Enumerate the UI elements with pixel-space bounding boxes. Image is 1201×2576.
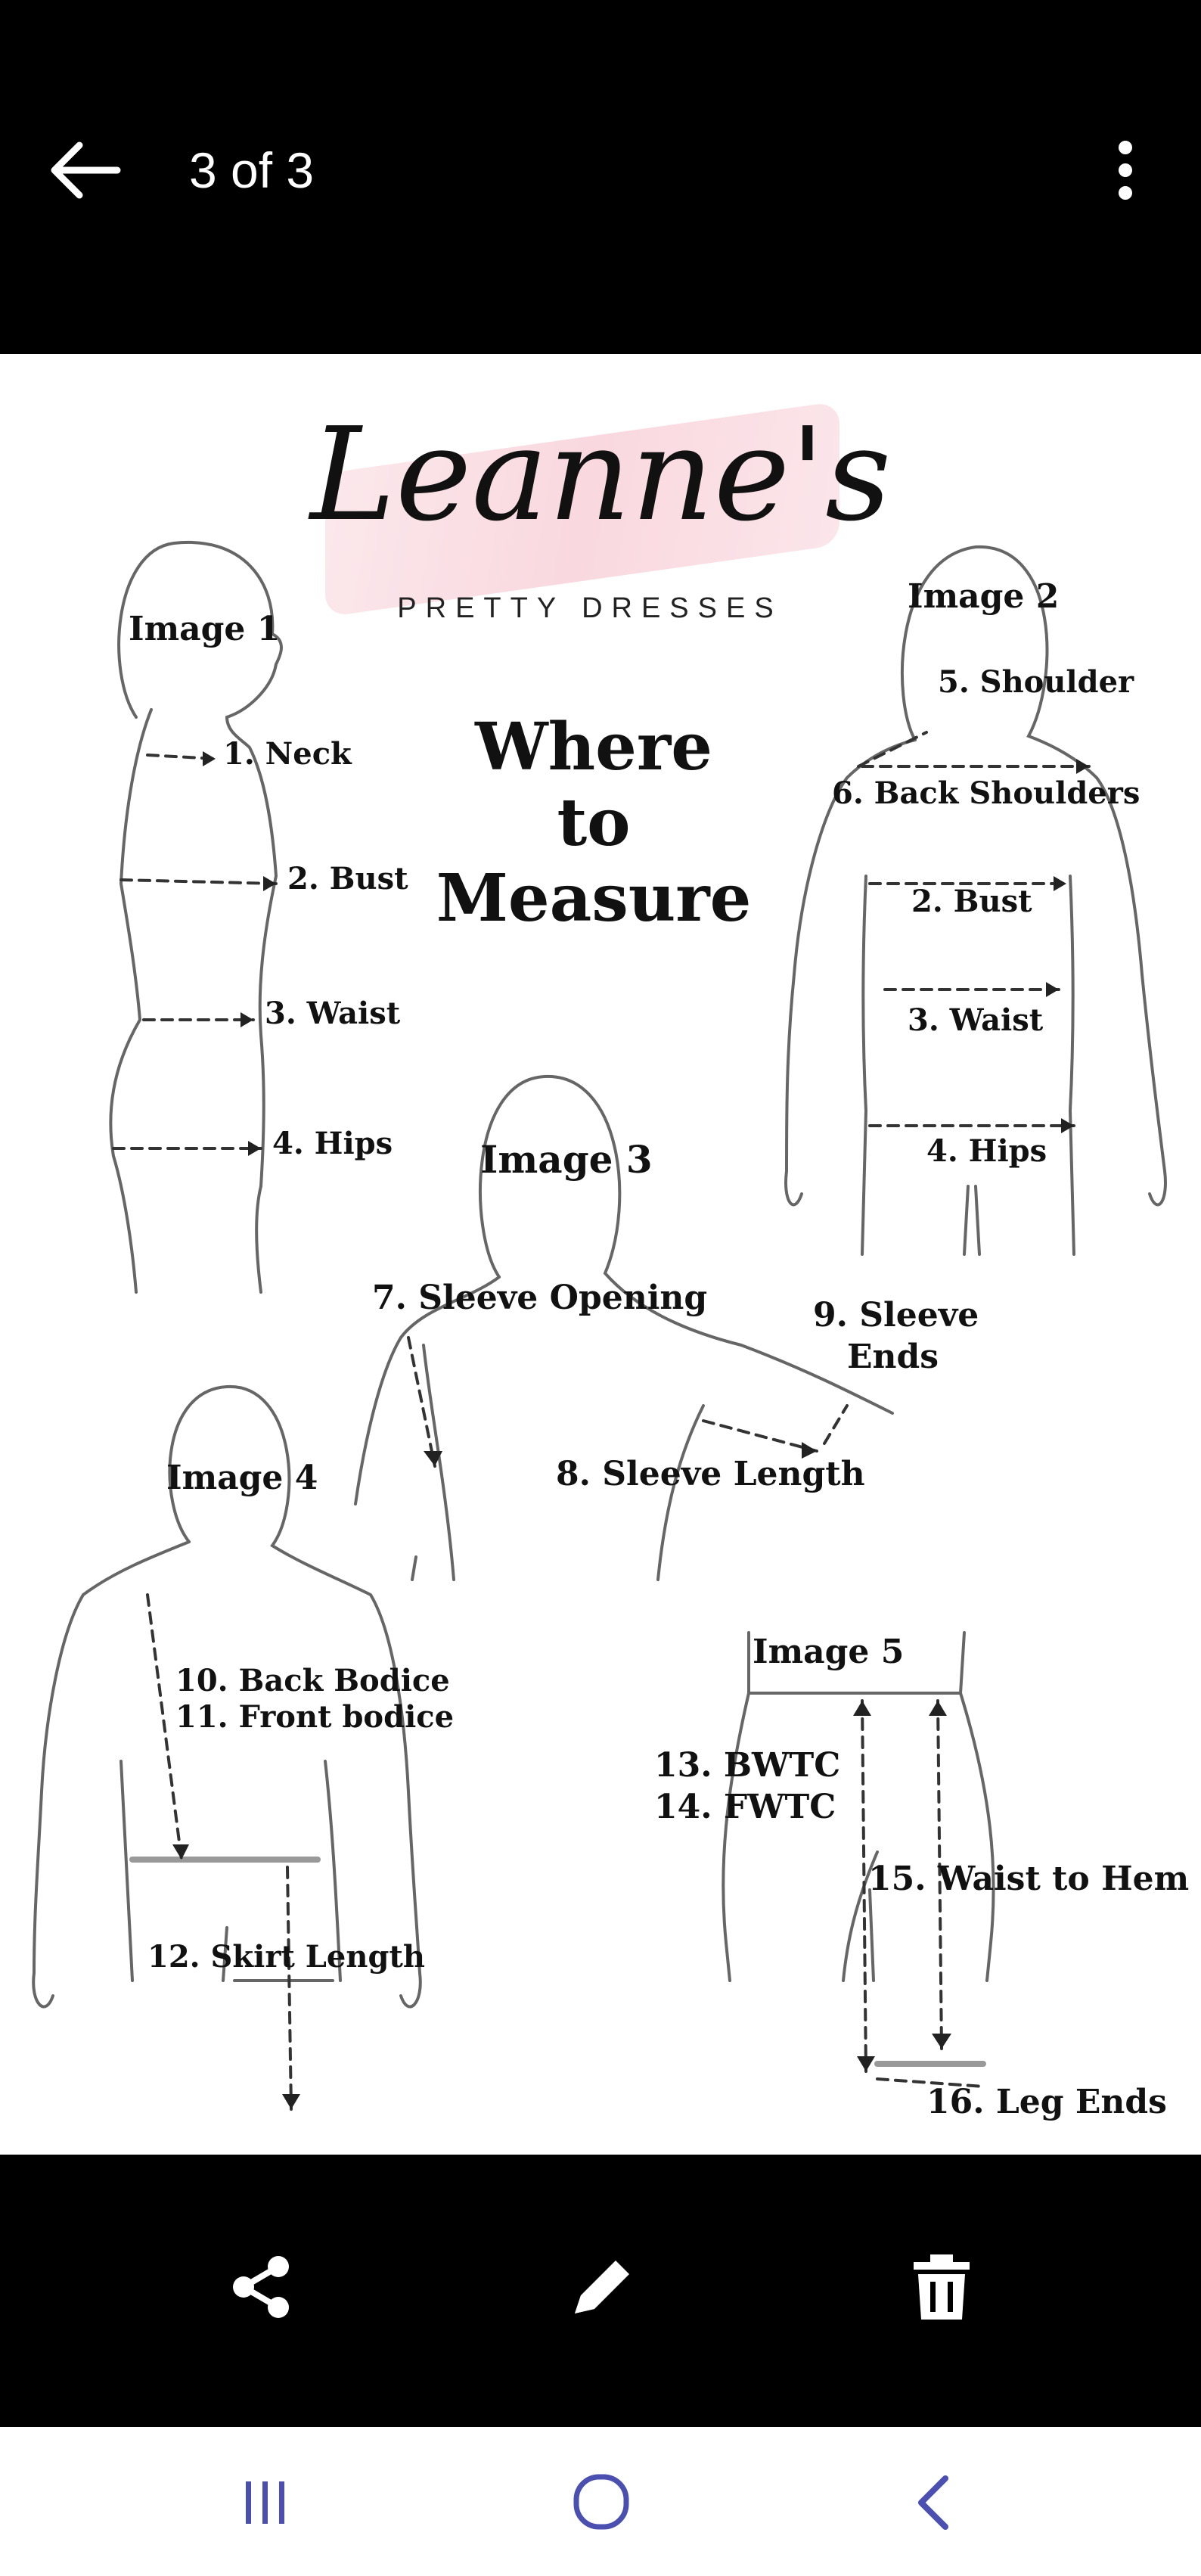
heading-line: Where [475,709,712,785]
body-outlines [32,540,1167,2111]
figure-label-4: Image 4 [166,1459,318,1497]
trash-icon [914,2254,970,2320]
image-counter: 3 of 3 [189,142,315,198]
label-back-bodice: 10. Back Bodice [175,1663,450,1698]
figure-label-3: Image 3 [480,1137,653,1182]
logo-subtitle: PRETTY DRESSES [397,592,783,624]
delete-button[interactable] [900,2245,983,2329]
label-back-shoulders: 6. Back Shoulders [832,775,1140,811]
logo-name: Leanne's [310,400,892,550]
label-skirt-length: 12. Skirt Length [147,1939,425,1975]
arrow-left-icon [51,141,121,199]
label-leg-ends: 16. Leg Ends [926,2083,1167,2121]
edit-button[interactable] [560,2245,643,2329]
label-waist-2: 3. Waist [908,1002,1044,1038]
system-nav-bar [0,2427,1201,2576]
share-button[interactable] [219,2245,303,2329]
label-fwtc: 14. FWTC [654,1788,836,1826]
home-button[interactable] [560,2465,643,2540]
more-options-button[interactable] [1089,136,1165,204]
label-shoulder: 5. Shoulder [938,664,1134,700]
label-sleeve-ends-line1: 9. Sleeve [813,1296,979,1335]
bottom-action-bar [0,2155,1201,2427]
label-hips-1: 4. Hips [272,1126,393,1161]
figure-label-5: Image 5 [753,1633,905,1671]
heading-line: Measure [436,860,752,937]
chevron-left-icon [918,2475,948,2530]
label-waist-to-hem: 15. Waist to Hem [868,1860,1190,1898]
back-button[interactable] [45,136,129,204]
more-vertical-icon [1119,141,1132,200]
label-bust-2: 2. Bust [911,884,1032,919]
label-neck: 1. Neck [223,736,352,772]
where-to-measure-heading: Where to Measure [424,710,764,937]
recents-icon [246,2481,284,2524]
label-bwtc: 13. BWTC [654,1746,841,1785]
label-sleeve-ends-line2: Ends [847,1338,939,1376]
pencil-icon [575,2261,629,2313]
label-sleeve-length: 8. Sleeve Length [556,1455,865,1493]
label-waist-1: 3. Waist [265,996,401,1031]
image-viewer[interactable]: Leanne's PRETTY DRESSES Where to Measure… [0,354,1201,2155]
heading-line: to [557,785,631,861]
top-app-bar: 3 of 3 [0,0,1201,354]
label-bust-1: 2. Bust [287,861,408,896]
label-front-bodice: 11. Front bodice [175,1699,455,1735]
figure-label-1: Image 1 [129,610,281,648]
share-icon [233,2256,289,2318]
brand-logo: Leanne's PRETTY DRESSES [310,399,892,624]
recents-button[interactable] [223,2465,306,2540]
home-icon [573,2474,629,2530]
figure-label-2: Image 2 [908,577,1060,616]
label-sleeve-opening: 7. Sleeve Opening [372,1279,708,1317]
nav-back-button[interactable] [892,2465,976,2540]
label-hips-2: 4. Hips [926,1133,1047,1169]
